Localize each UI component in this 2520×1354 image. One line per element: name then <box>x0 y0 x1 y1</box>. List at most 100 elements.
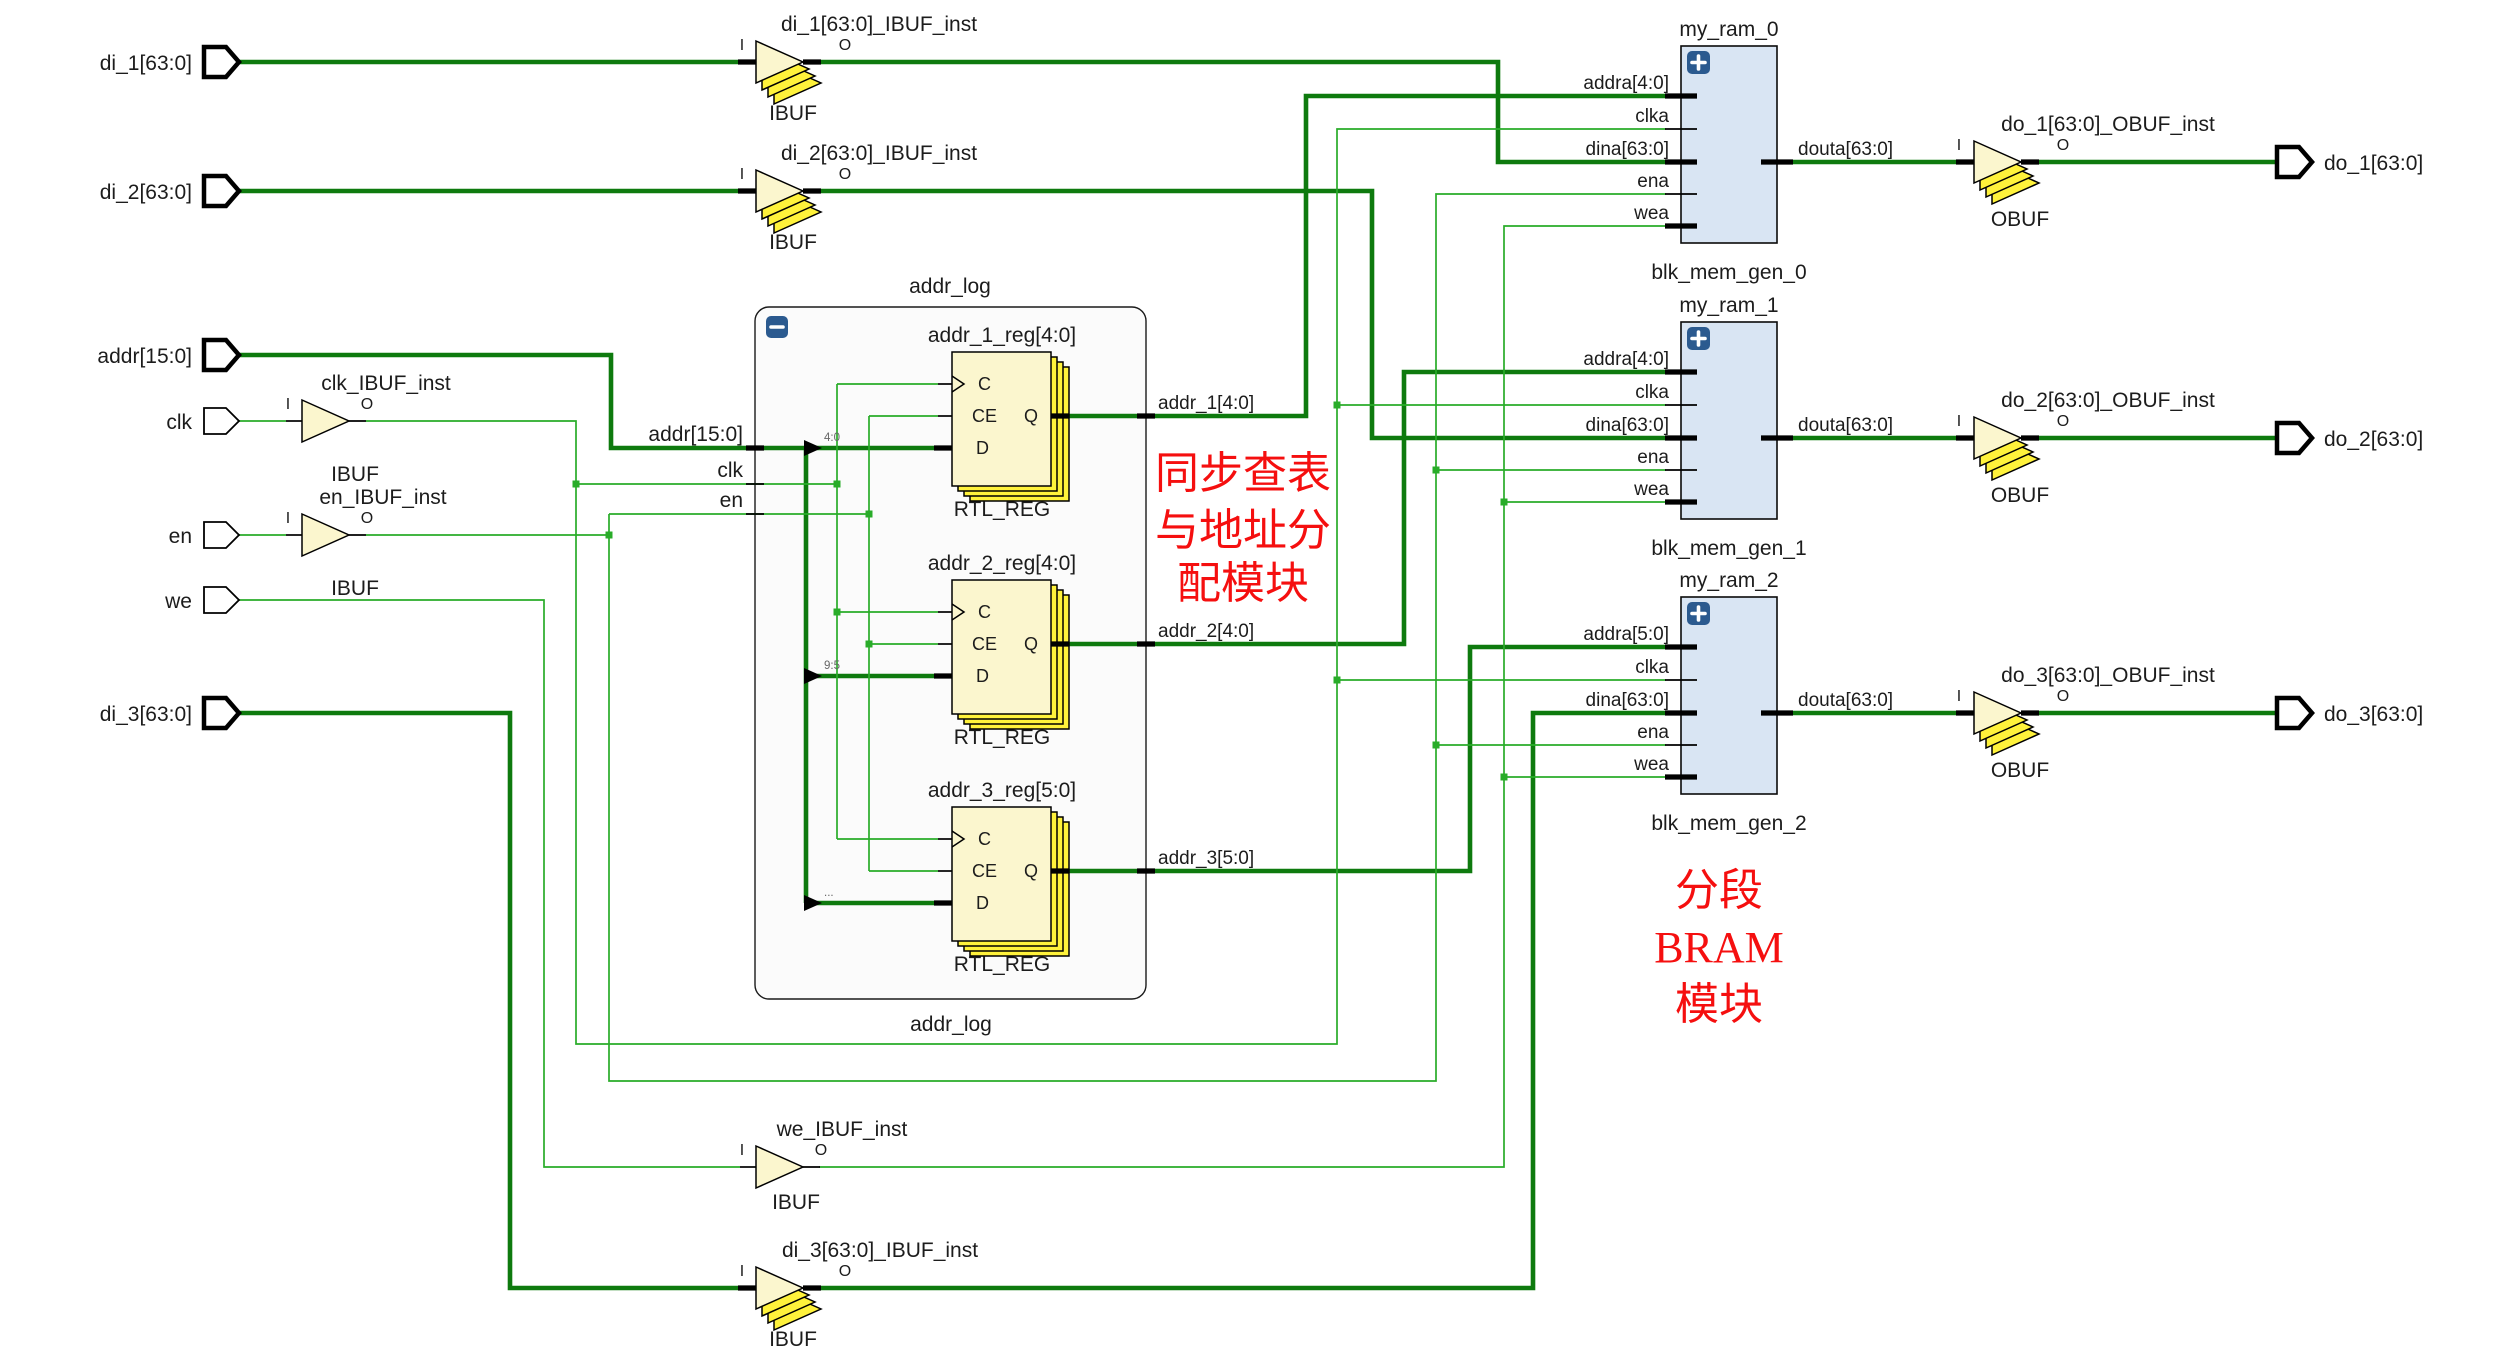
reg2-type-label: RTL_REG <box>954 726 1050 749</box>
reg-addr_1[interactable]: C CE D Q addr_1_reg[4:0] RTL_REG <box>928 324 1076 521</box>
expand-icon[interactable] <box>1687 327 1710 350</box>
ibuf-di_3-instance-name: di_3[63:0]_IBUF_inst <box>782 1239 978 1262</box>
net-junction-dot <box>1500 498 1508 506</box>
ram-my_ram_2[interactable]: my_ram_2 blk_mem_gen_2 addra[5:0] clka d… <box>1583 569 1893 835</box>
ram-my_ram_0[interactable]: my_ram_0 blk_mem_gen_0 addra[4:0] clka d… <box>1583 18 1893 284</box>
ibuf-di_2-pin-o: O <box>839 166 851 183</box>
obuf-do_2-pin-o: O <box>2057 413 2069 430</box>
expand-icon[interactable] <box>1687 51 1710 74</box>
reg3-pin-ce: CE <box>972 861 997 881</box>
input-port-clk[interactable] <box>203 407 241 435</box>
net-junction-dot <box>1333 401 1341 409</box>
ibuf-di_1-type-label: IBUF <box>769 102 817 125</box>
reg1-pin-d: D <box>976 438 989 458</box>
output-port-do_2[interactable] <box>2274 420 2315 456</box>
reg-addr_3[interactable]: C CE D Q addr_3_reg[5:0] RTL_REG <box>928 779 1076 976</box>
wire-addr_2-to-ram1-addra[interactable] <box>1069 369 1666 647</box>
net-junction-dot <box>1432 741 1440 749</box>
reg3-pin-q: Q <box>1024 861 1038 881</box>
ibuf-di_2-pin-i: I <box>740 166 744 183</box>
wire-di_2-to-ram1-dina[interactable] <box>821 188 1666 441</box>
ibuf-we-type-label: IBUF <box>772 1191 820 1214</box>
ram-body[interactable] <box>1680 45 1778 244</box>
module-pin-label-clk: clk <box>717 459 743 482</box>
wire-clk-trunk[interactable] <box>366 128 1666 1045</box>
net-junction-dot <box>1432 466 1440 474</box>
input-port-label-addr: addr[15:0] <box>97 345 192 368</box>
wire-di_1-to-ram0-dina[interactable] <box>821 59 1666 165</box>
module-addr_log-body[interactable] <box>754 306 1147 1000</box>
output-port-do_1[interactable] <box>2274 144 2315 180</box>
ram-my_ram_1[interactable]: my_ram_1 blk_mem_gen_1 addra[4:0] clka d… <box>1583 294 1893 560</box>
input-port-en[interactable] <box>203 521 241 549</box>
output-port-label-do_1: do_1[63:0] <box>2324 152 2423 175</box>
output-port-label-do_3: do_3[63:0] <box>2324 703 2423 726</box>
ibuf-di_2-instance-name: di_2[63:0]_IBUF_inst <box>781 142 977 165</box>
ibuf-di_3[interactable] <box>755 1265 823 1332</box>
module-addr_log[interactable]: addr_log addr_log addr[15:0] clk en 4:0 … <box>648 275 1155 1036</box>
wire-en-trunk[interactable] <box>608 193 1666 1082</box>
input-port-addr[interactable] <box>201 337 242 373</box>
net-junction-dot <box>1500 773 1508 781</box>
ibuf-clk-pin-i: I <box>286 396 290 413</box>
annotation-sync-lookup: 同步查表 与地址分 配模块 <box>1155 449 1331 608</box>
input-port-di_3[interactable] <box>201 695 242 731</box>
obuf-do_1[interactable] <box>1973 139 2041 206</box>
clock-wedge-icon <box>951 830 966 848</box>
annotation-bram-line3: 模块 <box>1675 980 1763 1029</box>
net-label-addr_3: addr_3[5:0] <box>1158 848 1254 869</box>
ram0-pin-label-dina: dina[63:0] <box>1586 139 1669 160</box>
net-junction-dot <box>1333 676 1341 684</box>
ram1-pin-label-douta: douta[63:0] <box>1798 415 1893 436</box>
ibuf-en-instance-name: en_IBUF_inst <box>319 486 446 509</box>
ram2-pin-label-dina: dina[63:0] <box>1586 690 1669 711</box>
ibuf-clk[interactable] <box>301 398 351 444</box>
annotation-sync-lookup-line2: 与地址分 <box>1155 506 1331 555</box>
net-junction-dot <box>833 608 841 616</box>
obuf-do_2[interactable] <box>1973 415 2041 482</box>
net-junction-dot <box>572 480 580 488</box>
obuf-do_1-pin-o: O <box>2057 137 2069 154</box>
ram1-pin-label-dina: dina[63:0] <box>1586 415 1669 436</box>
ram-body[interactable] <box>1680 321 1778 520</box>
ibuf-di_1[interactable] <box>755 39 823 106</box>
reg2-pin-q: Q <box>1024 634 1038 654</box>
wire-we-trunk[interactable] <box>819 225 1666 1168</box>
ibuf-di_2-type-label: IBUF <box>769 231 817 254</box>
obuf-do_3-pin-o: O <box>2057 688 2069 705</box>
ram2-pin-label-ena: ena <box>1637 722 1669 743</box>
ibuf-en-pin-o: O <box>361 510 373 527</box>
bus-tap-arrow <box>804 895 822 911</box>
wire-we-in[interactable] <box>239 599 740 1168</box>
wire-addr_1-to-ram0-addra[interactable] <box>1069 93 1666 419</box>
module-pin-label-addr: addr[15:0] <box>648 423 743 446</box>
ram-body[interactable] <box>1680 596 1778 795</box>
input-port-di_1[interactable] <box>201 44 242 80</box>
ibuf-we-pin-o: O <box>815 1142 827 1159</box>
input-port-di_2[interactable] <box>201 173 242 209</box>
obuf-do_3[interactable] <box>1973 690 2041 757</box>
wire-addr_3-to-ram2-addra[interactable] <box>1069 644 1666 874</box>
wire-addr-to-reg1-d[interactable] <box>239 352 938 451</box>
ram2-pin-label-addra: addra[5:0] <box>1583 624 1669 645</box>
ram0-pin-label-addra: addra[4:0] <box>1583 73 1669 94</box>
collapse-icon[interactable] <box>766 316 788 338</box>
ibuf-clk-type-label: IBUF <box>331 463 379 486</box>
ram0-pin-label-clka: clka <box>1635 106 1669 127</box>
wire-di_3-to-ram2-dina[interactable] <box>821 710 1666 1291</box>
reg1-pin-ce: CE <box>972 406 997 426</box>
ibuf-di_2[interactable] <box>755 168 823 235</box>
annotation-bram-line1: 分段 <box>1675 866 1763 915</box>
ibuf-clk-instance-name: clk_IBUF_inst <box>321 372 451 395</box>
wire-di_3-in[interactable] <box>239 710 738 1291</box>
ram1-subtitle: blk_mem_gen_1 <box>1651 537 1806 560</box>
reg1-pin-c: C <box>978 374 991 394</box>
expand-icon[interactable] <box>1687 602 1710 625</box>
output-port-do_3[interactable] <box>2274 695 2315 731</box>
reg-addr_2[interactable]: C CE D Q addr_2_reg[4:0] RTL_REG <box>928 552 1076 749</box>
ibuf-we[interactable] <box>755 1144 805 1190</box>
input-port-we[interactable] <box>203 586 241 614</box>
ibuf-en[interactable] <box>301 512 351 558</box>
ibuf-we-pin-i: I <box>740 1142 744 1159</box>
ram1-pin-label-addra: addra[4:0] <box>1583 349 1669 370</box>
